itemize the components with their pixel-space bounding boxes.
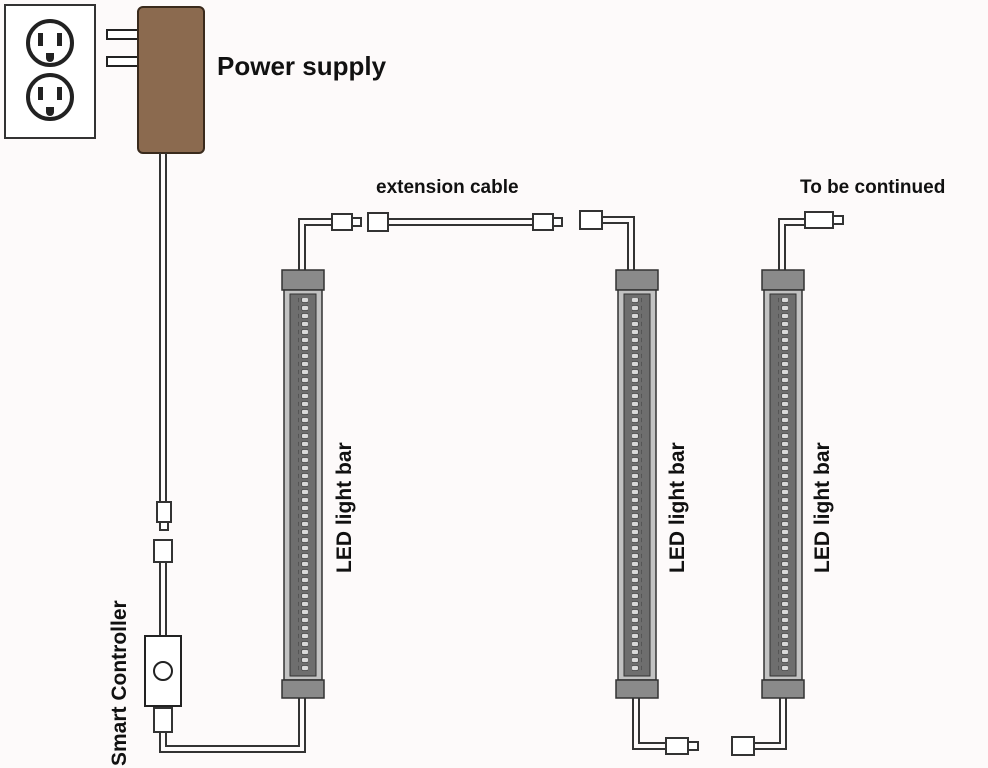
- bar-3-bottom-cable: [754, 698, 787, 750]
- connector-plug-icon: [579, 210, 603, 230]
- bar-3-top-cable: [778, 218, 805, 270]
- connector-plug-icon: [731, 736, 755, 756]
- connector-plug-icon: [804, 211, 844, 229]
- wall-outlet-icon: [4, 4, 96, 139]
- bar-1-top-cable: [298, 218, 332, 270]
- to-be-continued-label: To be continued: [800, 177, 945, 198]
- led-bar-3-label: LED light bar: [811, 442, 834, 573]
- controller-switch-icon: [144, 635, 182, 733]
- led-bar-2-label: LED light bar: [666, 442, 689, 573]
- connector-plug-icon: [665, 737, 699, 755]
- connector-plug-icon: [153, 501, 173, 563]
- controller-input-cable: [159, 562, 167, 636]
- led-light-bar-3: [761, 269, 805, 699]
- controller-output-cable: [159, 698, 306, 753]
- connector-plug-icon: [331, 213, 362, 231]
- outlet-socket-top: [26, 19, 74, 67]
- led-bar-1-label: LED light bar: [333, 442, 356, 573]
- outlet-socket-bottom: [26, 73, 74, 121]
- power-supply-label: Power supply: [217, 51, 387, 81]
- bar-2-bottom-cable: [632, 698, 666, 750]
- power-adapter-icon: [106, 6, 205, 154]
- led-light-bar-1: [281, 269, 325, 699]
- extension-cable: [367, 212, 563, 232]
- led-light-bar-2: [615, 269, 659, 699]
- smart-controller-label: Smart Controller: [108, 600, 131, 766]
- bar-2-top-cable: [602, 216, 635, 270]
- extension-cable-label: extension cable: [376, 177, 519, 198]
- adapter-cable: [159, 153, 167, 502]
